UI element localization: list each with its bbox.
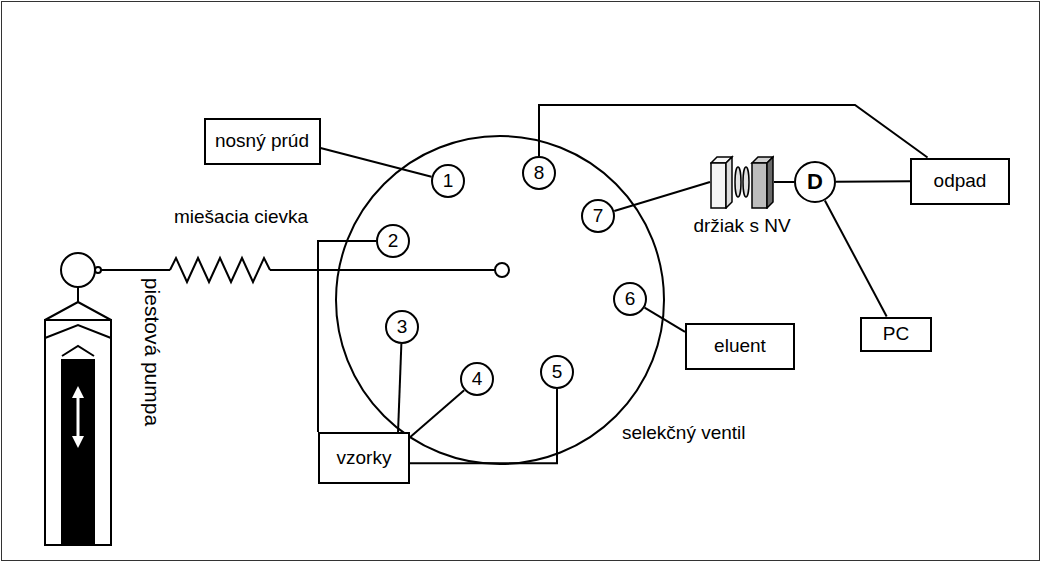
tube-line (398, 344, 401, 432)
tube-line (410, 389, 557, 463)
tube-line (321, 148, 432, 177)
box-label: nosný prúd (215, 130, 309, 152)
valve-port: 1 (431, 164, 465, 198)
tube-line (539, 105, 928, 158)
mixing-coil (170, 258, 270, 282)
pump-shoulder (45, 302, 111, 320)
block-front (711, 163, 726, 208)
valve-port: 6 (613, 282, 647, 316)
pump-label: piestová pumpa (140, 278, 164, 426)
detector: D (794, 161, 836, 203)
stroke-arrow (77, 392, 80, 442)
membrane-disc (735, 167, 741, 197)
valve-port: 3 (385, 310, 419, 344)
valve-port: 8 (522, 156, 556, 190)
part-label: selekčný ventil (622, 422, 746, 444)
part-label: držiak s NV (693, 215, 790, 237)
membrane-disc (743, 167, 749, 197)
eluent-box: eluent (685, 323, 795, 370)
pc-box: PC (860, 317, 932, 352)
tube-line (410, 390, 464, 437)
port-number: 5 (552, 361, 563, 383)
box-label: eluent (714, 335, 766, 357)
valve-port: 5 (540, 355, 574, 389)
pump-line (101, 269, 170, 271)
hub-line (270, 269, 495, 271)
tube-line (614, 182, 710, 211)
block-side (726, 157, 732, 208)
port-number: 2 (388, 230, 399, 252)
tube-line (825, 201, 887, 317)
block-front (752, 163, 767, 208)
port-number: D (807, 169, 823, 194)
block-side (767, 157, 773, 208)
tube-line (645, 308, 685, 332)
port-number: 4 (472, 368, 483, 390)
box-label: odpad (934, 170, 987, 192)
connectors (318, 105, 928, 463)
holder-blocks (711, 157, 773, 208)
carrier-box: nosný prúd (204, 118, 321, 165)
box-label: vzorky (337, 447, 392, 469)
tube-line (836, 180, 910, 183)
waste-box: odpad (910, 158, 1010, 205)
membrane-holder: držiak s NV (710, 155, 774, 209)
pump-body (45, 320, 111, 545)
box-label: PC (883, 323, 909, 345)
coil-label: miešacia cievka (174, 206, 308, 228)
selection-valve: selekčný ventil12345678 (335, 135, 665, 465)
piston-head (62, 346, 94, 356)
samples-box: vzorky (318, 432, 410, 484)
holder-drawing (710, 155, 774, 209)
port-number: 3 (397, 316, 408, 338)
pump-outlet (95, 267, 101, 273)
pump-head (61, 253, 95, 287)
port-number: 7 (593, 205, 604, 227)
pump-stem (77, 287, 79, 302)
port-number: 6 (625, 288, 636, 310)
piston-pump (45, 253, 111, 545)
valve-port: 4 (460, 362, 494, 396)
valve-hub (495, 263, 509, 277)
tube-line (774, 181, 794, 183)
port-number: 1 (443, 170, 454, 192)
pump-seal (45, 325, 111, 338)
port-number: 8 (534, 162, 545, 184)
valve-port: 7 (581, 199, 615, 233)
valve-port: 2 (376, 224, 410, 258)
tube-line (318, 241, 376, 432)
piston (62, 360, 94, 545)
